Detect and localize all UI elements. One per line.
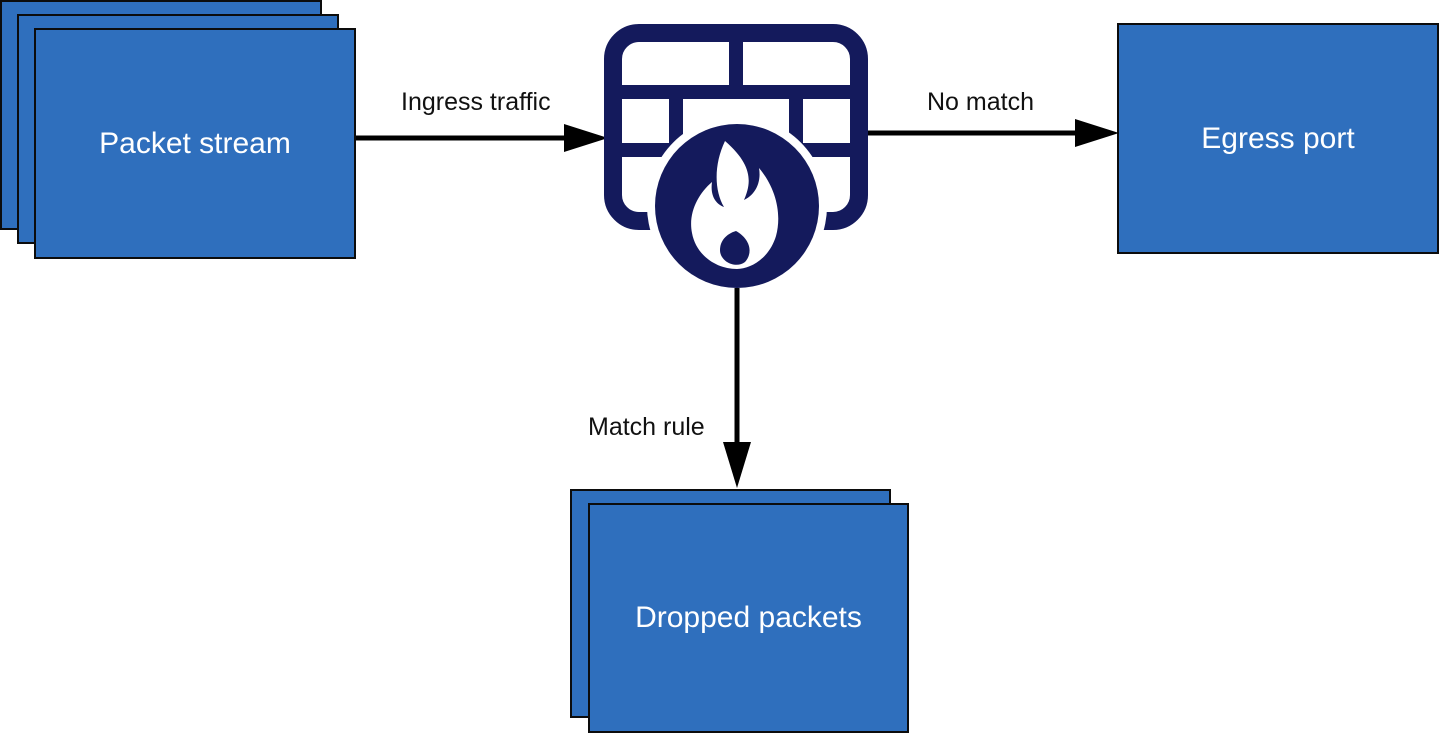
egress-port-box: Egress port <box>1117 23 1439 254</box>
flame-icon <box>691 141 779 269</box>
no-match-label: No match <box>927 88 1034 116</box>
packet-stream-box: Packet stream <box>34 28 356 259</box>
dropped-packets-box: Dropped packets <box>588 503 909 733</box>
ingress-traffic-label: Ingress traffic <box>401 88 551 116</box>
dropped-packets-label: Dropped packets <box>635 601 862 634</box>
firewall-icon <box>604 24 868 288</box>
packet-stream-label: Packet stream <box>99 126 291 160</box>
no-match-arrow <box>866 119 1119 147</box>
egress-port-label: Egress port <box>1201 121 1355 155</box>
ingress-arrow <box>356 124 608 152</box>
match-rule-arrow <box>723 286 751 488</box>
match-rule-label: Match rule <box>588 413 705 441</box>
